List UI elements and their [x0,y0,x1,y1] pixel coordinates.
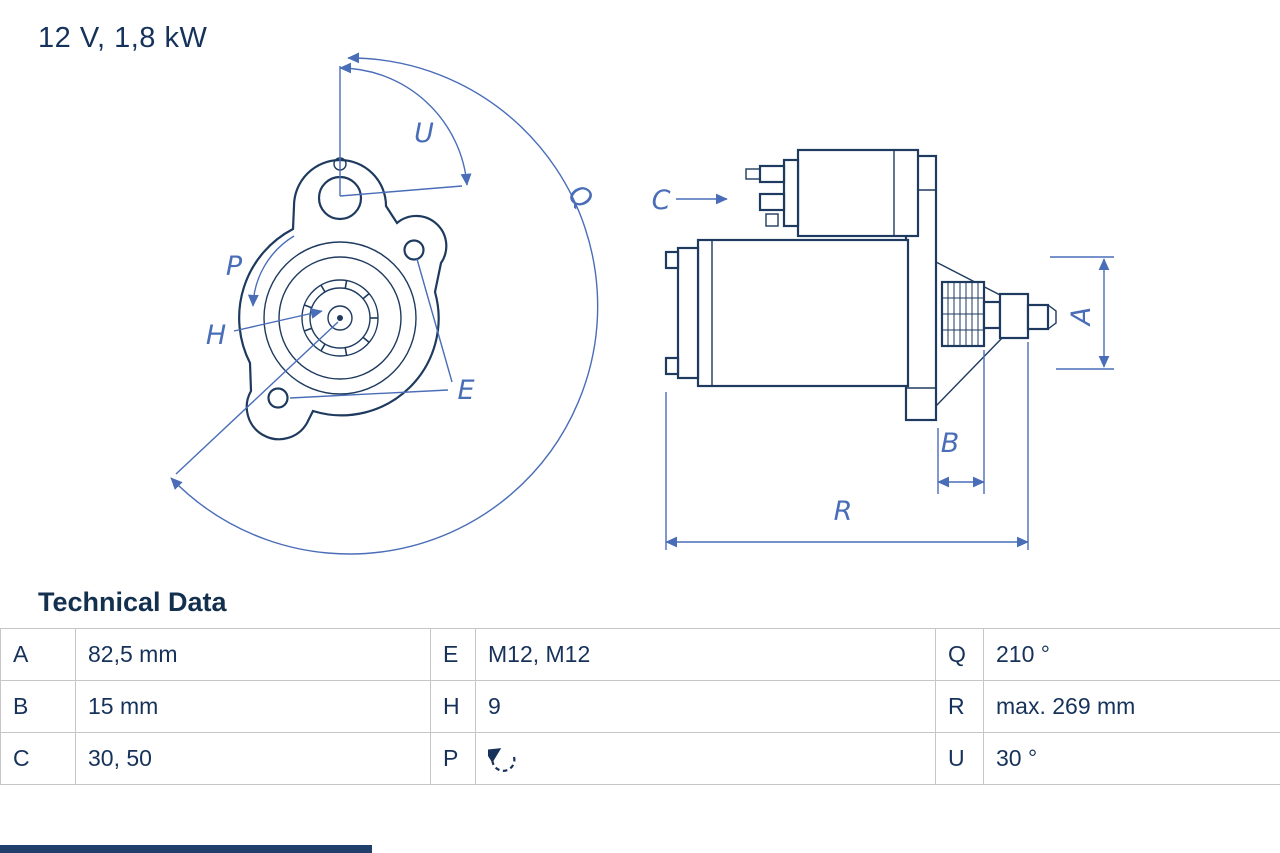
table-row: B 15 mm H 9 R max. 269 mm [0,680,1280,733]
label-B: B [941,428,960,459]
label-E: E [457,375,474,406]
front-dimensions [170,52,599,555]
angled-reference-line [339,185,463,197]
cell-key-B: B [0,680,76,733]
label-U: U [414,118,434,149]
pointer-line-H [233,308,323,332]
pointer-line-E-top [416,258,453,383]
through-bolt-bottom [664,356,680,376]
cell-key-R: R [935,680,984,733]
cell-value-R: max. 269 mm [983,680,1280,733]
table-row: C 30, 50 P U 30 ° [0,732,1280,785]
drive-end [935,261,1057,407]
page-title: 12 V, 1,8 kW [38,22,208,54]
cell-key-C: C [0,732,76,785]
bearing-block [998,292,1030,340]
terminal-stud-top [758,164,786,184]
center-point [337,315,343,321]
rotation-direction-icon [484,747,516,772]
radius-line-Q [175,321,339,475]
bottom-accent-bar [0,845,372,853]
label-A: A [1066,307,1097,327]
technical-data-table: A 82,5 mm E M12, M12 Q 210 ° B 15 mm H 9… [0,628,1280,785]
terminal-stud-bottom [758,192,786,212]
bolt-hole-top-right [403,239,425,261]
front-view: U Q P H E [170,52,599,555]
dimension-arc-Q [170,52,599,555]
technical-data-heading: Technical Data [38,587,227,617]
cell-value-C: 30, 50 [75,732,431,785]
technical-diagram: U Q P H E [170,52,1114,555]
cell-key-P: P [430,732,476,785]
dimension-arc-U [339,62,472,186]
cell-value-B: 15 mm [75,680,431,733]
cell-key-E: E [430,628,476,681]
rotation-arc-P [247,235,295,307]
technical-data-section: Technical Data A 82,5 mm E M12, M12 Q 21… [0,586,1280,785]
cell-value-P [475,732,936,785]
motor-body [664,238,910,388]
output-shaft [982,300,1002,330]
cell-value-E: M12, M12 [475,628,936,681]
bolt-hole-bottom-left [267,387,289,409]
pinion-teeth [942,282,984,346]
side-view: C A B R [652,148,1114,550]
table-row: A 82,5 mm E M12, M12 Q 210 ° [0,628,1280,681]
label-Q: Q [562,179,598,217]
label-P: P [226,251,243,282]
cell-key-U: U [935,732,984,785]
solenoid [745,148,920,238]
starter-motor-diagram-svg: U Q P H E [170,52,1114,555]
cell-key-A: A [0,628,76,681]
cell-value-Q: 210 ° [983,628,1280,681]
through-bolt-top [664,250,680,270]
pointer-line-E-bottom [289,389,449,399]
label-H: H [206,320,226,351]
cell-key-H: H [430,680,476,733]
side-dimensions [665,193,1114,550]
cell-value-H: 9 [475,680,936,733]
label-C: C [652,185,671,216]
cell-value-U: 30 ° [983,732,1280,785]
cell-value-A: 82,5 mm [75,628,431,681]
cell-key-Q: Q [935,628,984,681]
shaft-nose [1026,303,1050,331]
label-R: R [834,496,853,527]
